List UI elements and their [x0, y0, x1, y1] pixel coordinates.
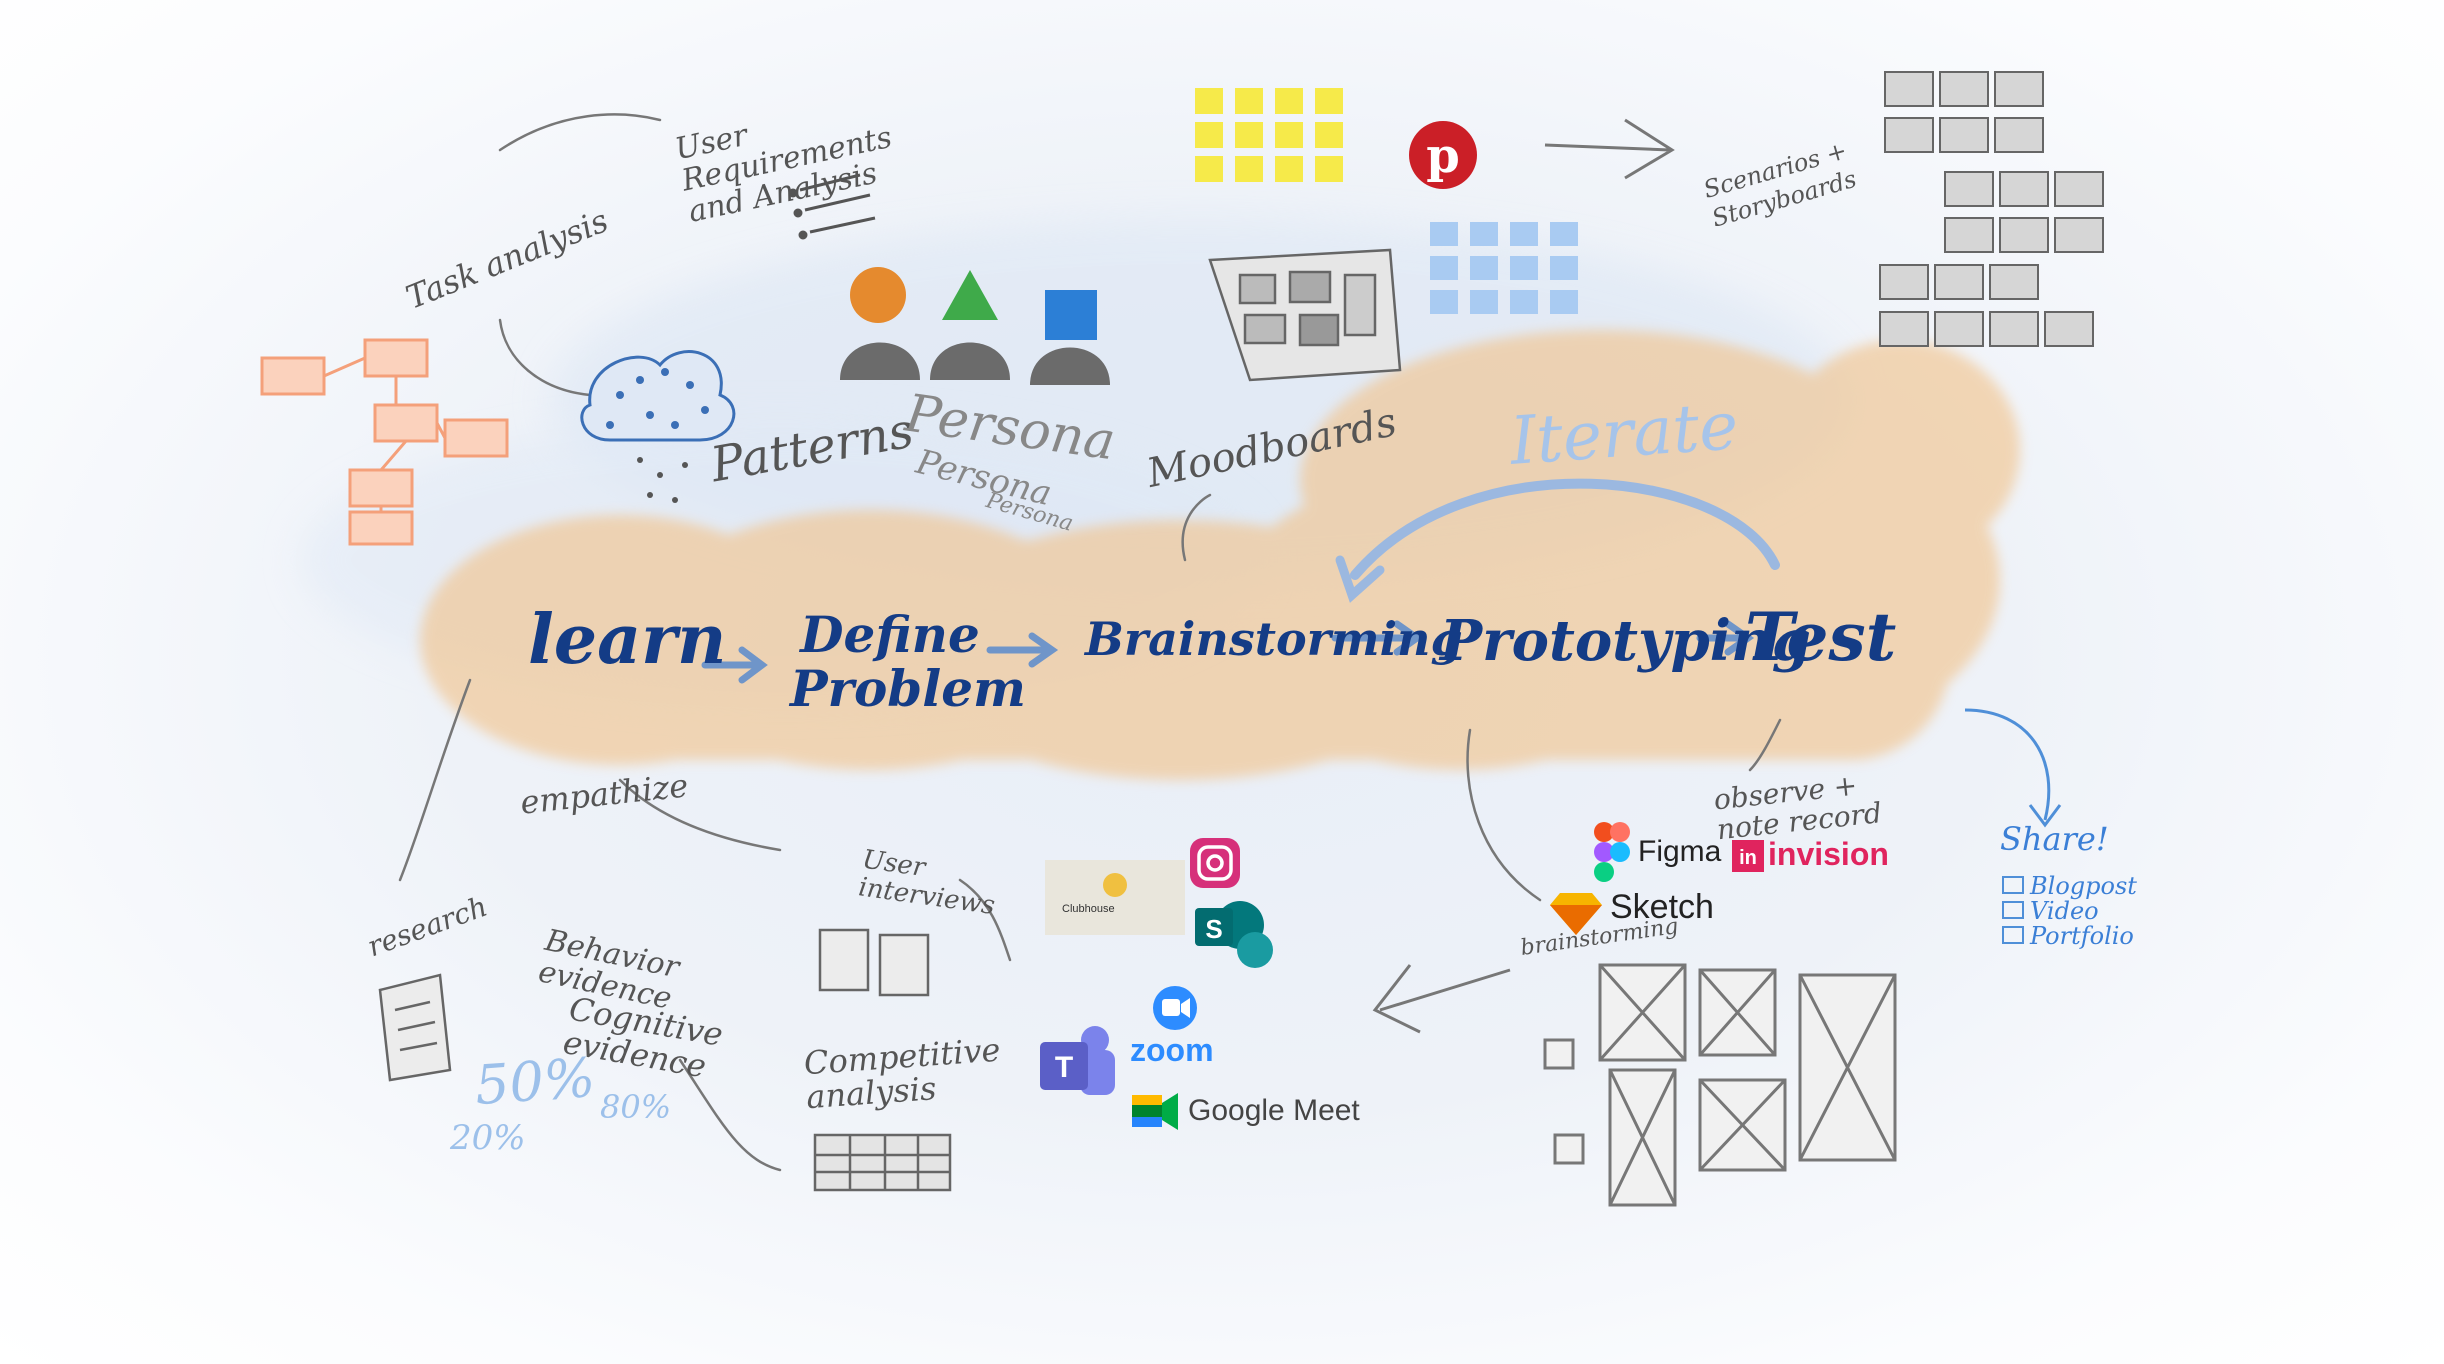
pinterest-logo: p — [1409, 121, 1477, 189]
connector — [1748, 718, 1782, 772]
share-arrow-head — [2028, 804, 2062, 828]
stage-brainstorming: Brainstorming — [1085, 612, 1463, 666]
connector — [618, 778, 782, 852]
connector — [958, 878, 1012, 962]
connector — [678, 1058, 782, 1172]
stat-80: 80% — [600, 1088, 672, 1126]
iterate-label: Iterate — [1507, 387, 1741, 480]
requirements-list — [788, 173, 876, 240]
note-competitive-analysis: Competitive analysis — [802, 1030, 1002, 1117]
stat-50: 50% — [472, 1045, 598, 1118]
svg-text:S: S — [1205, 914, 1222, 944]
stage-define-problem: Define Problem — [790, 605, 1026, 718]
stage-test: Test — [1745, 598, 1897, 676]
sketch-icon — [1550, 893, 1602, 935]
moodboard-sketch — [1208, 248, 1402, 382]
blue-sticky-notes — [1430, 222, 1578, 314]
arrow-to-storyboards — [1544, 118, 1675, 180]
zoom-icon — [1153, 986, 1197, 1030]
connector — [498, 318, 592, 397]
wireframe-sketches — [1543, 963, 1897, 1207]
zoom-label: zoom — [1130, 1032, 1214, 1068]
share-arrow — [1964, 708, 2051, 821]
research-documents — [378, 973, 452, 1082]
teams-icon: T — [1040, 1026, 1115, 1095]
persona-figures — [840, 267, 1110, 385]
svg-text:p: p — [1426, 128, 1460, 184]
clubhouse-card — [1045, 860, 1185, 935]
figma-icon — [1594, 822, 1630, 882]
google-meet-label: Google Meet — [1188, 1094, 1360, 1127]
stage-arrows — [701, 620, 1755, 684]
connector — [498, 113, 662, 152]
patterns-cloud — [580, 350, 736, 503]
competitive-table — [813, 1133, 952, 1192]
connector — [398, 678, 472, 882]
share-item-blogpost: Blogpost — [2030, 872, 2137, 900]
yellow-sticky-notes — [1195, 88, 1343, 182]
storyboard-sketches — [1879, 71, 2104, 347]
arrow-to-meeting-tools — [1372, 964, 1511, 1034]
invision-icon: in — [1732, 840, 1764, 872]
svg-text:in: in — [1739, 847, 1757, 869]
share-item-video: Video — [2030, 897, 2099, 925]
arrow-define-brainstorm — [986, 632, 1059, 668]
figma-label: Figma — [1638, 835, 1722, 868]
pencil-connectors — [398, 113, 1782, 1172]
arrow-learn-define — [701, 646, 768, 684]
share-item-icons — [2002, 876, 2024, 944]
connector — [1466, 728, 1542, 902]
sharepoint-icon: S — [1195, 901, 1273, 968]
iterate-arrow-head — [1335, 555, 1385, 603]
instagram-icon — [1190, 838, 1240, 888]
share-item-portfolio: Portfolio — [2030, 922, 2134, 950]
google-meet-icon — [1132, 1093, 1178, 1130]
share-title: Share! — [2000, 820, 2109, 858]
orange-cloud — [420, 330, 2020, 780]
invision-label: invision — [1768, 836, 1889, 872]
task-analysis-chart — [260, 338, 509, 546]
connector — [1181, 493, 1212, 562]
arrow-brainstorm-prototype — [1331, 620, 1424, 656]
sketch-label: Sketch — [1610, 888, 1714, 926]
interview-notes — [818, 928, 930, 997]
stage-learn: learn — [528, 600, 727, 680]
clubhouse-label: Clubhouse — [1062, 903, 1115, 915]
iterate-arrow — [1350, 478, 1780, 580]
stage-prototyping: Prototyping — [1440, 608, 1811, 674]
stat-20: 20% — [450, 1118, 526, 1158]
arrow-prototype-test — [1696, 620, 1755, 656]
svg-text:T: T — [1055, 1051, 1073, 1084]
